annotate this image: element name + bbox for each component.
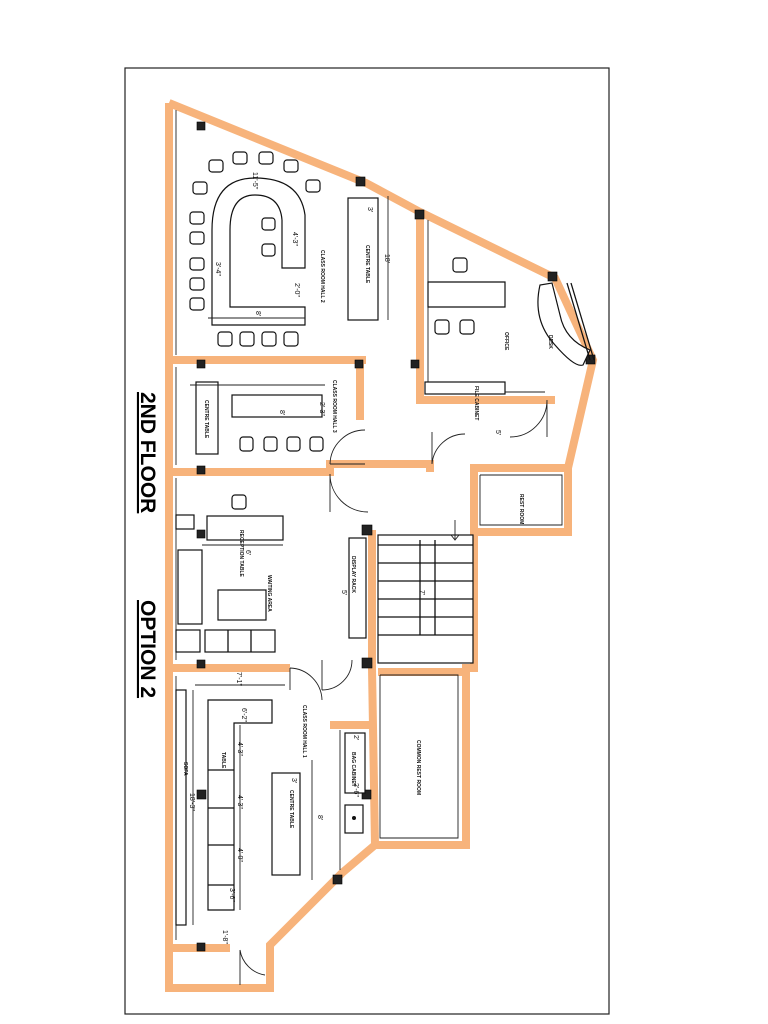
dim-1-8: 1'-8" (221, 930, 228, 944)
staircase: 7' (377, 520, 474, 664)
drawing-border (124, 67, 610, 1015)
file-cabinet-label: FILE CABINET (473, 386, 479, 420)
dim-2-3: 2'-3" (318, 402, 325, 416)
centre-table-top-label: CENTRE TABLE (364, 245, 370, 284)
walls (165, 99, 598, 992)
class-room-hall-1-label: CLASS ROOM HALL 1 (301, 705, 307, 758)
office: FILE CABINET OFFICE DESK 5' (424, 257, 595, 438)
wall-hall1-right (368, 667, 379, 846)
column (196, 121, 206, 131)
sofa-label: SOFA (182, 762, 188, 776)
dim-4-3: 4'-3" (291, 232, 298, 246)
reception-table-label: RECEPTION TABLE (238, 530, 244, 578)
title-floor: 2ND FLOOR (136, 392, 159, 513)
class-room-hall-3: CENTRE TABLE CLASS ROOM HALL 3 2'-3" 8' (190, 380, 466, 465)
class-room-hall-2: CENTRE TABLE CLASS ROOM HALL 2 11'-5" 4'… (189, 151, 390, 347)
outer-wall (165, 99, 598, 992)
dim-4-0: 4'-0" (236, 848, 243, 862)
dim-8-c: 8' (316, 815, 323, 820)
dim-5-b: 5' (340, 590, 347, 595)
column (196, 465, 206, 475)
rest-room-label: REST ROOM (518, 494, 524, 524)
office-desk (427, 281, 506, 308)
entry-door[interactable] (329, 473, 369, 513)
desk-label: DESK (547, 335, 553, 349)
dim-5: 5' (494, 430, 501, 435)
conference-table (211, 177, 306, 326)
column (361, 789, 372, 800)
column (355, 176, 366, 187)
coffee-table (217, 589, 267, 621)
dim-8: 8' (254, 311, 261, 316)
waiting-area: RECEPTION TABLE WAITING AREA 6' DISPLAY … (175, 473, 369, 653)
waiting-area-label: WAITING AREA (266, 575, 272, 612)
display-rack-label: DISPLAY RACK (350, 556, 356, 593)
dim-3-b: 3' (290, 778, 297, 783)
column (196, 359, 206, 369)
class-room-hall-2-label: CLASS ROOM HALL 2 (319, 250, 325, 303)
office-label: OFFICE (503, 332, 509, 351)
dim-3-4: 3'-4" (214, 262, 221, 276)
hall1-table (207, 699, 273, 911)
chairs-arc (189, 151, 321, 347)
column (332, 874, 343, 885)
column (196, 942, 206, 952)
bottom-door[interactable] (239, 949, 266, 985)
display-rack (348, 537, 367, 639)
dim-2: 2' (352, 735, 359, 740)
dim-6: 6' (244, 550, 251, 555)
dim-2-6: 2'-6" (352, 783, 359, 797)
centre-table-mid-label: CENTRE TABLE (203, 400, 209, 439)
wall-office-left (416, 212, 555, 404)
centre-table-top (347, 197, 379, 321)
class-room-hall-1: 7'-1" 6'-2" 4'-3" 4'-3" 4'-0" 3'-6" TABL… (175, 659, 366, 985)
bag-cabinet (344, 732, 366, 794)
dim-18: 18' (383, 254, 390, 263)
title-option: OPTION 2 (136, 600, 159, 698)
bag-door[interactable] (321, 659, 353, 691)
office-sofa-curve (537, 282, 591, 366)
dim-4-3-c: 4'-3" (236, 795, 243, 809)
centre-table-mid (231, 394, 323, 418)
centre-table-bottom (271, 772, 301, 876)
column (196, 529, 206, 539)
dim-11-5: 11'-5" (251, 172, 258, 190)
column (196, 789, 207, 800)
wall-restroom (470, 468, 572, 536)
table-label: TABLE (220, 752, 226, 769)
column (410, 359, 420, 369)
reception-table (206, 515, 284, 541)
dim-3: 3' (366, 207, 373, 212)
column (547, 271, 558, 282)
centre-table-bottom-label: CENTRE TABLE (288, 790, 294, 829)
dim-3-6: 3'-6" (228, 888, 235, 902)
class-room-hall-3-label: CLASS ROOM HALL 3 (331, 380, 337, 433)
column (414, 209, 425, 220)
corridor-door[interactable] (431, 432, 466, 465)
sofa-bottom (204, 629, 276, 653)
office-door[interactable] (509, 399, 548, 438)
column (196, 659, 206, 669)
dim-8-b: 8' (278, 410, 285, 415)
dim-6-2: 6'-2" (240, 708, 247, 722)
column (361, 524, 373, 536)
dim-7-1: 7'-1" (235, 672, 242, 686)
sofa-left (177, 549, 203, 625)
dim-7: 7' (418, 590, 425, 595)
hall1-sofa (175, 689, 187, 926)
hall3-door[interactable] (329, 429, 366, 465)
dim-2-0: 2'-0" (293, 283, 300, 297)
hall1-door[interactable] (289, 667, 323, 701)
dim-4-3-b: 4'-3" (236, 742, 243, 756)
wall-corridor (169, 460, 434, 476)
common-rest-room-label: COMMON REST ROOM (415, 740, 421, 795)
column (354, 359, 364, 369)
bag-cabinet-label: BAG CABINET (350, 752, 356, 787)
dim-18-3: 18'-3" (188, 793, 195, 811)
column (361, 657, 373, 669)
